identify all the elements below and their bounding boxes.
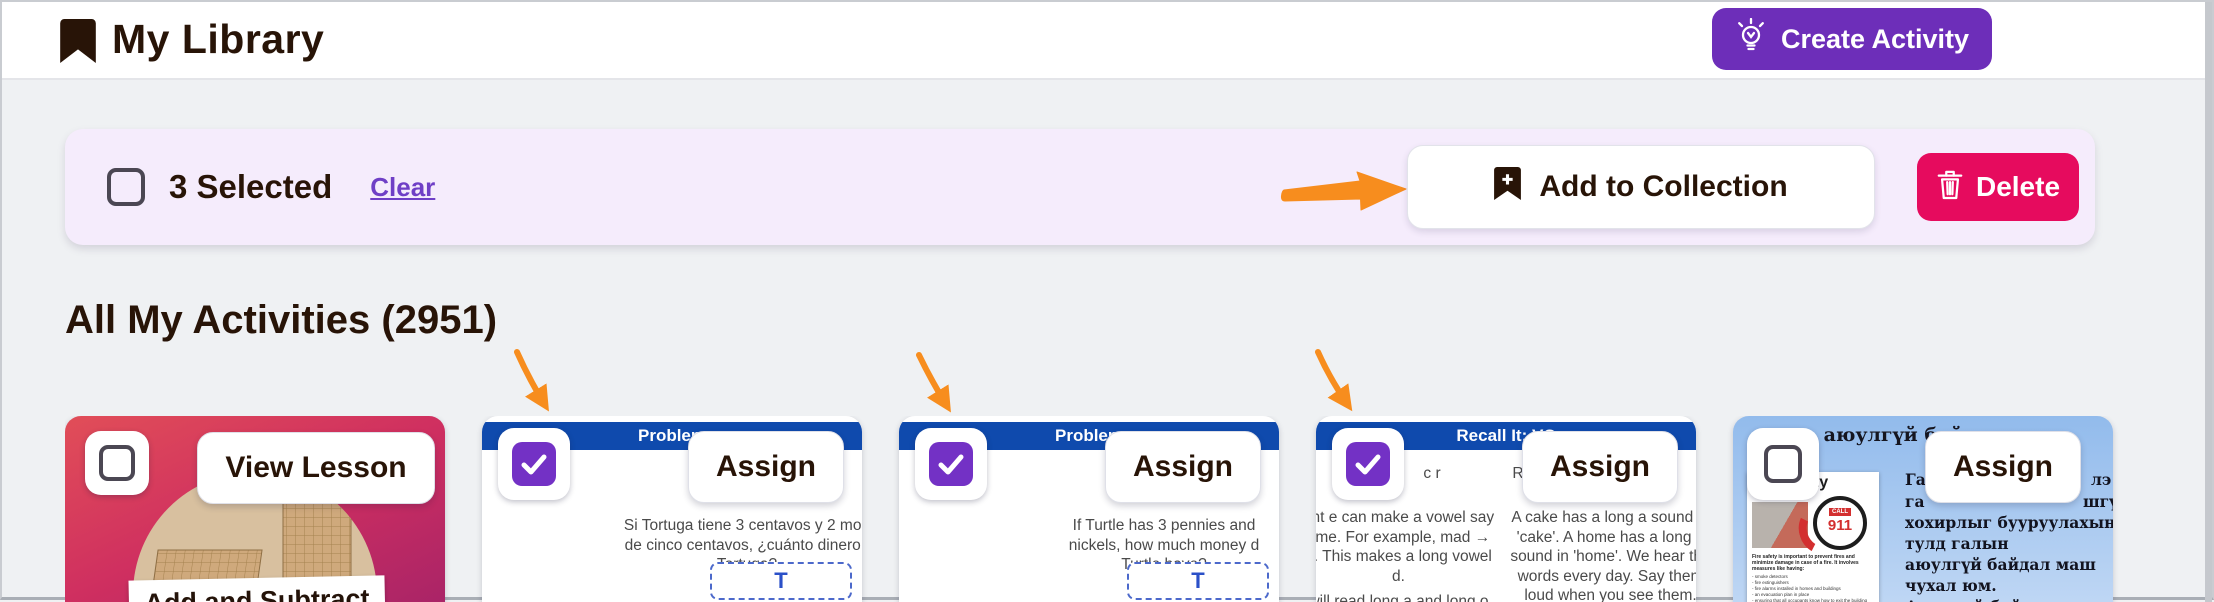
annotation-arrow-add-to-collection xyxy=(1280,169,1410,213)
annotation-arrow-card-2 xyxy=(507,347,559,415)
checkbox-checked[interactable] xyxy=(512,442,556,486)
selected-count-label: 3 Selected xyxy=(169,168,332,206)
page-title: My Library xyxy=(112,16,324,63)
body-fragment: шгү xyxy=(2083,492,2113,511)
lesson-title-banner: Add and Subtract xyxy=(128,575,385,602)
bookmark-plus-icon xyxy=(1494,167,1521,208)
worksheet-fragment-left: c r xyxy=(1412,464,1452,484)
checkbox-unchecked[interactable] xyxy=(1764,445,1802,483)
app-header: My Library Create Activity xyxy=(2,2,2212,80)
activity-card-problem-english[interactable]: Problem If Turtle has 3 pennies and nick… xyxy=(899,416,1279,602)
add-to-collection-label: Add to Collection xyxy=(1539,170,1787,204)
clear-selection-link[interactable]: Clear xyxy=(370,172,435,203)
call-911-badge: CALL 911 xyxy=(1813,496,1867,550)
check-icon xyxy=(521,453,547,475)
911-label: 911 xyxy=(1817,518,1863,533)
trash-icon xyxy=(1936,168,1964,207)
activity-card-add-and-subtract[interactable]: View Lesson Add and Subtract xyxy=(65,416,445,602)
assign-button[interactable]: Assign xyxy=(1925,431,2081,503)
assign-button[interactable]: Assign xyxy=(1522,431,1678,503)
card-checkbox-tile[interactable] xyxy=(915,428,987,500)
view-lesson-button[interactable]: View Lesson xyxy=(197,432,435,504)
annotation-arrow-card-3 xyxy=(907,350,959,416)
answer-box: T xyxy=(710,562,852,600)
annotation-arrow-card-4 xyxy=(1307,347,1359,415)
checkbox-unchecked[interactable] xyxy=(99,445,135,481)
library-bookmark-icon xyxy=(60,19,96,68)
activities-grid: View Lesson Add and Subtract Problem Si … xyxy=(65,416,2165,602)
delete-button[interactable]: Delete xyxy=(1917,153,2079,221)
card-checkbox-tile[interactable] xyxy=(1747,428,1819,500)
body-fragment: лэ xyxy=(2091,470,2111,489)
document-body-text: хохирлыг бууруулахын тулд галын аюулгүй … xyxy=(1905,512,2113,602)
checkbox-checked[interactable] xyxy=(929,442,973,486)
worksheet-left-column: ent e can make a vowel say ame. For exam… xyxy=(1316,508,1501,586)
body-fragment: Га xyxy=(1905,470,1926,489)
assign-button[interactable]: Assign xyxy=(1105,431,1261,503)
checkbox-checked[interactable] xyxy=(1346,442,1390,486)
window-scrollbar[interactable] xyxy=(2205,2,2212,602)
body-fragment: га xyxy=(1905,492,1925,511)
check-icon xyxy=(1355,453,1381,475)
create-activity-label: Create Activity xyxy=(1781,24,1969,55)
activity-card-fire-safety[interactable]: аюулгүй байдлын ety CALL 911 Fire safety… xyxy=(1733,416,2113,602)
poster-heading: Fire safety is important to prevent fire… xyxy=(1752,554,1874,572)
assign-button[interactable]: Assign xyxy=(688,431,844,503)
check-icon xyxy=(938,453,964,475)
lightbulb-icon xyxy=(1735,18,1767,61)
add-to-collection-button[interactable]: Add to Collection xyxy=(1407,145,1875,229)
card-checkbox-tile[interactable] xyxy=(85,431,149,495)
section-heading: All My Activities (2951) xyxy=(65,298,497,343)
worksheet-left-column-2: will read long a and long o xyxy=(1316,592,1501,602)
selection-bar: 3 Selected Clear Add to Collection Delet… xyxy=(65,129,2095,245)
activity-card-problem-spanish[interactable]: Problem Si Tortuga tiene 3 centavos y 2 … xyxy=(482,416,862,602)
card-checkbox-tile[interactable] xyxy=(498,428,570,500)
select-all-checkbox[interactable] xyxy=(107,168,145,206)
call-label: CALL xyxy=(1829,508,1851,516)
card-checkbox-tile[interactable] xyxy=(1332,428,1404,500)
activity-card-recall-it-vc[interactable]: Recall It: VC c r R ent e can make a vow… xyxy=(1316,416,1696,602)
delete-label: Delete xyxy=(1976,171,2060,203)
poster-bullets: - smoke detectors - fire extinguishers -… xyxy=(1752,574,1874,602)
answer-box: T xyxy=(1127,562,1269,600)
worksheet-right-column: A cake has a long a sound in 'cake'. A h… xyxy=(1508,508,1696,602)
create-activity-button[interactable]: Create Activity xyxy=(1712,8,1992,70)
